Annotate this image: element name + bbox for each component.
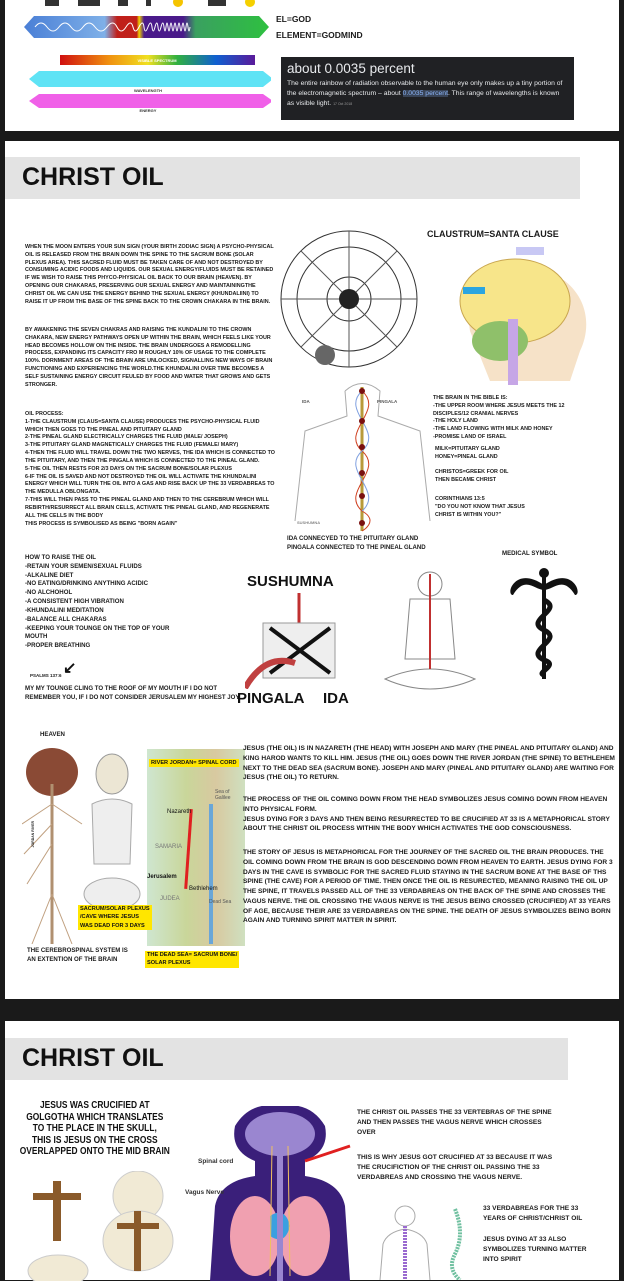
wavelength-label: WAVELENGTH	[134, 88, 162, 93]
element-godmind-text: ELEMENT=GODMIND	[276, 30, 363, 40]
spinal-cord-label: Spinal cord	[198, 1158, 234, 1165]
ida-heading: IDA	[323, 690, 349, 707]
zodiac-wheel-image	[280, 230, 418, 368]
jordan-river-label: JORDAN RIVER	[31, 821, 35, 848]
golgotha-text: JESUS WAS CRUCIFIED AT GOLGOTHA WHICH TR…	[19, 1099, 170, 1158]
passes-text: The christ oil passes the 33 vertebras o…	[357, 1109, 552, 1136]
meditation-figure	[383, 571, 477, 690]
pingala-heading: PINGALA	[237, 690, 305, 707]
corinthians-quote: Corinthians 13:5 "Do you not know that j…	[435, 496, 525, 518]
snippet-text-end: . This range of wavelengths is known as …	[287, 90, 560, 107]
dead-sea-tag: THE DEAD SEA= SACRUM BONE/ SOLAR PLEXUS	[145, 951, 240, 968]
vagus-nerve-diagram	[210, 1106, 351, 1281]
snippet-date: 17 Oct 2018	[333, 102, 353, 106]
nervous-system-skeleton-image	[22, 748, 141, 944]
heaven-label: HEAVEN	[40, 731, 65, 738]
holy-land-map: Nazareth SAMARIA Jerusalem Bethlehem JUD…	[147, 749, 245, 946]
vagus-nerve-label: Vagus Nerve	[185, 1189, 225, 1196]
story-paragraph-1: Jesus (the oil) is in nazareth (the head…	[243, 745, 615, 782]
psalms-quote: My my tounge cling to the roof of my mou…	[25, 685, 240, 701]
caduceus-icon	[510, 568, 578, 679]
awakening-paragraph: By awakening the seven chakras and raisi…	[25, 327, 273, 388]
section-title: CHRIST OIL	[22, 163, 164, 191]
crucifix-midbrain-image	[27, 1171, 174, 1281]
spine-figure	[379, 1205, 462, 1280]
ida-label: IDA	[302, 399, 310, 404]
cerebrospinal-caption: THE CEREBROSPINAL SYSTEM IS AN EXTENTION…	[27, 947, 128, 963]
brain-anatomy-diagram	[459, 247, 587, 385]
medical-symbol-label: MEDICAL SYMBOL	[502, 550, 558, 557]
christos-text: Christos=greek for oil then became chris…	[435, 469, 509, 483]
verdabreas-text: 33 verdabreas for the 33 years of christ…	[483, 1205, 583, 1222]
snippet-text: The entire rainbow of radiation observab…	[287, 80, 563, 97]
map-label-judea: JUDEA	[160, 896, 180, 902]
why-text: This is why jesus got crucified at 33 be…	[357, 1154, 553, 1181]
story-paragraph-2: The process of the oil coming down from …	[243, 796, 610, 833]
snippet-body: The entire rainbow of radiation observab…	[287, 79, 568, 109]
sushumna-heading: SUSHUMNA	[247, 573, 334, 590]
map-label-bethlehem: Bethlehem	[189, 886, 218, 892]
sushumna-label: SUSHUMNA	[297, 520, 321, 525]
visible-spectrum-label: VISIBLE SPECTRUM	[137, 58, 177, 63]
section-title-2: CHRIST OIL	[22, 1044, 164, 1072]
map-label-sea-of-galilee: Sea of Galilee	[215, 789, 231, 801]
how-to-raise-list: How to raise the oil -Retain your semen/…	[25, 554, 170, 650]
map-label-samaria: SAMARIA	[155, 844, 183, 850]
arrow-down-icon: ↙	[63, 660, 77, 677]
intro-paragraph: When the moon enters your sun sign (your…	[25, 244, 274, 305]
christ-oil-card-2: CHRIST OIL JESUS WAS CRUCIFIED AT GOLGOT…	[5, 1021, 619, 1281]
el-god-text: EL=GOD	[276, 14, 312, 24]
spectrum-card: VISIBLE SPECTRUM WAVELENGTH ENERGY EL=GO…	[5, 0, 619, 131]
map-label-dead-sea: Dead Sea	[209, 899, 232, 905]
oil-process-list: Oil process: 1-The claustrum (claus=sant…	[25, 411, 275, 527]
christ-oil-card-1: CHRIST OIL When the moon enters your sun…	[5, 141, 619, 999]
brain-in-bible-list: The brain in the bible is: -The upper ro…	[433, 395, 565, 441]
map-label-nazareth: Nazareth	[167, 809, 192, 815]
snippet-title: about 0.0035 percent	[287, 61, 415, 76]
story-paragraph-3: The story of jesus is metaphorical for t…	[243, 849, 613, 925]
nadi-cross-graphic	[245, 593, 336, 689]
map-label-jerusalem: Jerusalem	[147, 874, 177, 880]
ida-pingala-caption: IDA CONNECYED TO THE PITUITARY GLAND PIN…	[287, 535, 426, 551]
energy-label: ENERGY	[140, 108, 157, 113]
dying-text: Jesus dying at 33 also symbolizes turnin…	[483, 1236, 587, 1263]
section-title-bar: CHRIST OIL	[5, 157, 580, 199]
section-title-bar-2: CHRIST OIL	[5, 1038, 568, 1080]
river-jordan-tag: RIVER JORDAN= SPINAL CORD	[149, 759, 239, 768]
ida-pingala-figure	[294, 383, 431, 532]
sacrum-tag: SACRUM/SOLAR PLEXUS /CAVE WHERE JESUS WA…	[78, 905, 152, 931]
milk-honey-text: Milk=pituitary gland Honey=pineal gland	[435, 446, 500, 460]
radiation-icons	[45, 0, 255, 7]
red-path-line	[184, 808, 193, 890]
psalms-ref: Psalms 137:6	[30, 673, 62, 678]
sushumna-diagram: SUSHUMNA PINGALA IDA	[233, 571, 358, 711]
electromagnetic-spectrum-graphic: VISIBLE SPECTRUM WAVELENGTH ENERGY	[24, 0, 271, 113]
pingala-label: PINGALA	[377, 399, 398, 404]
search-snippet: about 0.0035 percent The entire rainbow …	[281, 57, 574, 120]
snippet-highlight: 0.0035 percent	[402, 90, 448, 97]
claustrum-title: CLAUSTRUM=SANTA CLAUSE	[427, 229, 559, 239]
jordan-river-line	[209, 804, 213, 944]
